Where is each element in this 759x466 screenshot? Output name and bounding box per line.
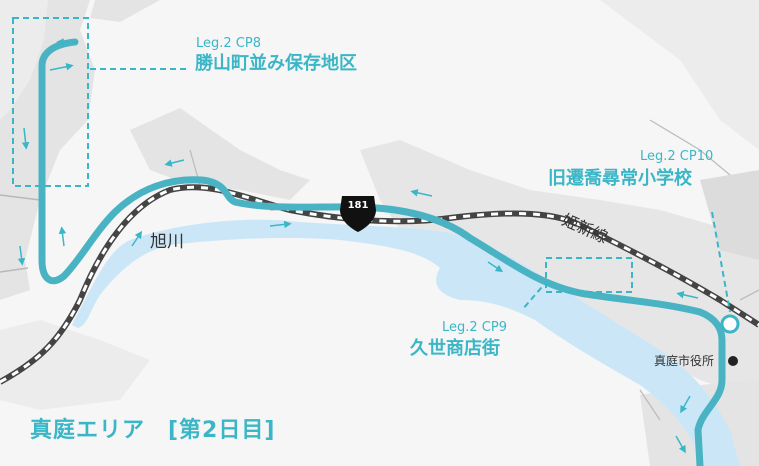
cp9-area-box	[545, 257, 633, 293]
cp10-leader-line	[711, 211, 731, 313]
city-hall-icon	[728, 356, 738, 366]
route-shield-icon	[340, 196, 376, 232]
cp8-area-box	[12, 17, 89, 187]
river-asahi	[72, 219, 740, 466]
route-line	[38, 38, 726, 466]
hill-area-east	[360, 140, 759, 400]
hill-area-southwest	[0, 320, 150, 410]
cp8-name: 勝山町並み保存地区	[195, 53, 357, 74]
hill-area-top	[90, 0, 160, 22]
cp10-marker	[720, 314, 740, 334]
map-title: 真庭エリア [第2日目]	[30, 418, 276, 443]
direction-arrows	[17, 38, 699, 454]
cp10-name: 旧遷喬尋常小学校	[548, 168, 692, 189]
minor-roads-2	[189, 119, 759, 421]
hill-area-east-edge	[700, 170, 759, 260]
cp9-code: Leg.2 CP9	[442, 320, 507, 335]
hill-area-northeast	[600, 0, 759, 150]
cp10-code: Leg.2 CP10	[640, 149, 714, 164]
river-label: 旭川	[150, 232, 184, 252]
hill-area-center	[130, 108, 310, 200]
railway-line	[0, 184, 759, 385]
route-number: 181	[347, 200, 369, 211]
cp9-name: 久世商店街	[410, 338, 500, 359]
cp8-code: Leg.2 CP8	[196, 36, 261, 51]
cp9-leader-line	[521, 279, 549, 311]
city-hall-label: 真庭市役所	[654, 354, 715, 368]
